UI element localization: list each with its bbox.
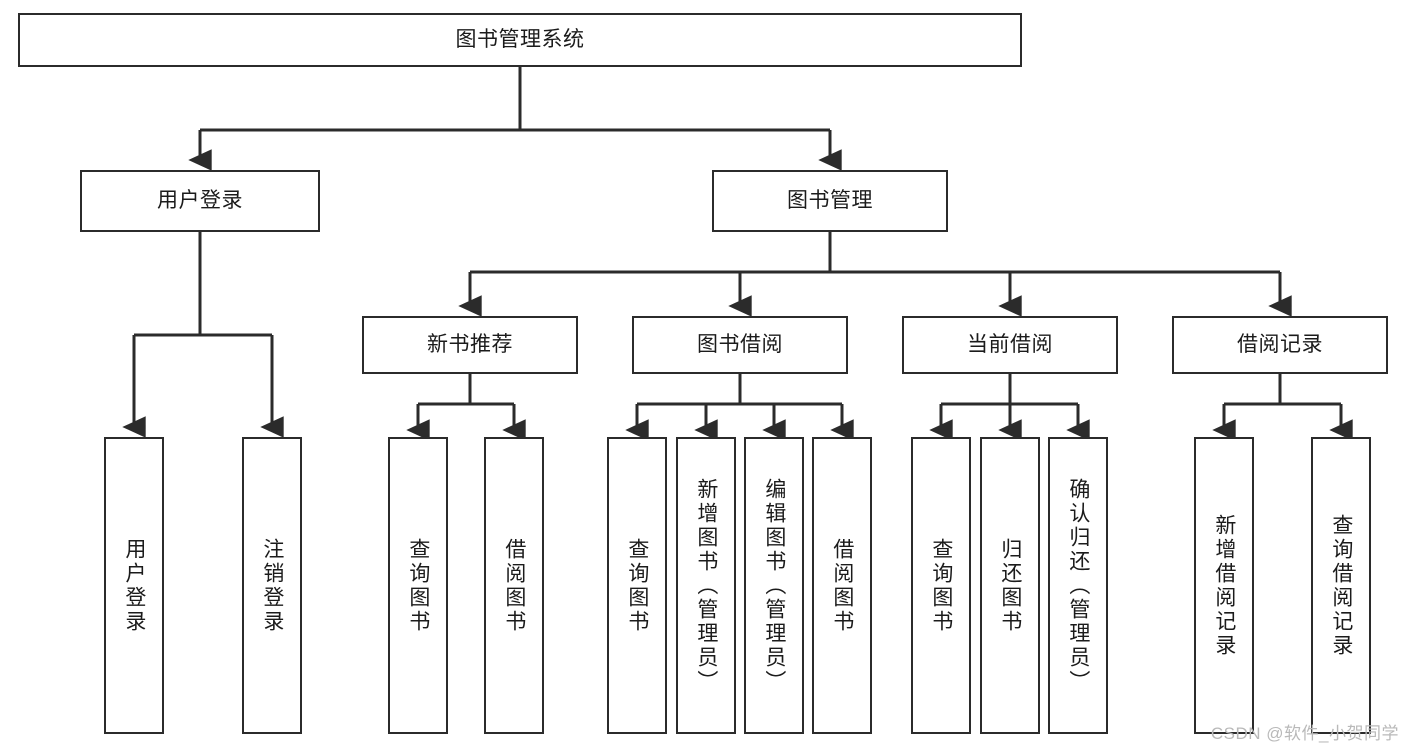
leaf-bb-add-book-label: 新增图书（管理员） <box>694 477 718 694</box>
leaf-user-login[interactable]: 用户登录 <box>104 437 164 734</box>
node-user-login[interactable]: 用户登录 <box>80 170 320 232</box>
leaf-nb-query-book-label: 查询图书 <box>406 537 430 634</box>
node-new-book-recommend[interactable]: 新书推荐 <box>362 316 578 374</box>
leaf-nb-borrow-book[interactable]: 借阅图书 <box>484 437 544 734</box>
leaf-cb-return-book[interactable]: 归还图书 <box>980 437 1040 734</box>
leaf-cb-return-book-label: 归还图书 <box>998 537 1022 634</box>
leaf-logout[interactable]: 注销登录 <box>242 437 302 734</box>
node-borrow-record[interactable]: 借阅记录 <box>1172 316 1388 374</box>
node-current-borrow-label: 当前借阅 <box>967 333 1053 357</box>
leaf-br-add-record-label: 新增借阅记录 <box>1212 513 1236 658</box>
leaf-cb-confirm-return-label: 确认归还（管理员） <box>1066 477 1090 694</box>
leaf-bb-add-book[interactable]: 新增图书（管理员） <box>676 437 736 734</box>
leaf-bb-query-book-label: 查询图书 <box>625 537 649 634</box>
leaf-br-add-record[interactable]: 新增借阅记录 <box>1194 437 1254 734</box>
leaf-br-query-record-label: 查询借阅记录 <box>1329 513 1353 658</box>
leaf-nb-query-book[interactable]: 查询图书 <box>388 437 448 734</box>
node-user-login-label: 用户登录 <box>157 189 243 213</box>
leaf-bb-query-book[interactable]: 查询图书 <box>607 437 667 734</box>
node-book-manage[interactable]: 图书管理 <box>712 170 948 232</box>
node-root[interactable]: 图书管理系统 <box>18 13 1022 67</box>
leaf-user-login-label: 用户登录 <box>122 537 146 634</box>
node-borrow-record-label: 借阅记录 <box>1237 333 1323 357</box>
leaf-bb-edit-book-label: 编辑图书（管理员） <box>762 477 786 694</box>
leaf-cb-confirm-return[interactable]: 确认归还（管理员） <box>1048 437 1108 734</box>
node-book-manage-label: 图书管理 <box>787 189 873 213</box>
leaf-cb-query-book[interactable]: 查询图书 <box>911 437 971 734</box>
node-book-borrow[interactable]: 图书借阅 <box>632 316 848 374</box>
node-new-book-recommend-label: 新书推荐 <box>427 333 513 357</box>
leaf-bb-borrow-book-label: 借阅图书 <box>830 537 854 634</box>
node-root-label: 图书管理系统 <box>455 28 585 52</box>
leaf-bb-edit-book[interactable]: 编辑图书（管理员） <box>744 437 804 734</box>
leaf-logout-label: 注销登录 <box>260 537 284 634</box>
node-book-borrow-label: 图书借阅 <box>697 333 783 357</box>
leaf-bb-borrow-book[interactable]: 借阅图书 <box>812 437 872 734</box>
node-current-borrow[interactable]: 当前借阅 <box>902 316 1118 374</box>
leaf-cb-query-book-label: 查询图书 <box>929 537 953 634</box>
leaf-nb-borrow-book-label: 借阅图书 <box>502 537 526 634</box>
leaf-br-query-record[interactable]: 查询借阅记录 <box>1311 437 1371 734</box>
